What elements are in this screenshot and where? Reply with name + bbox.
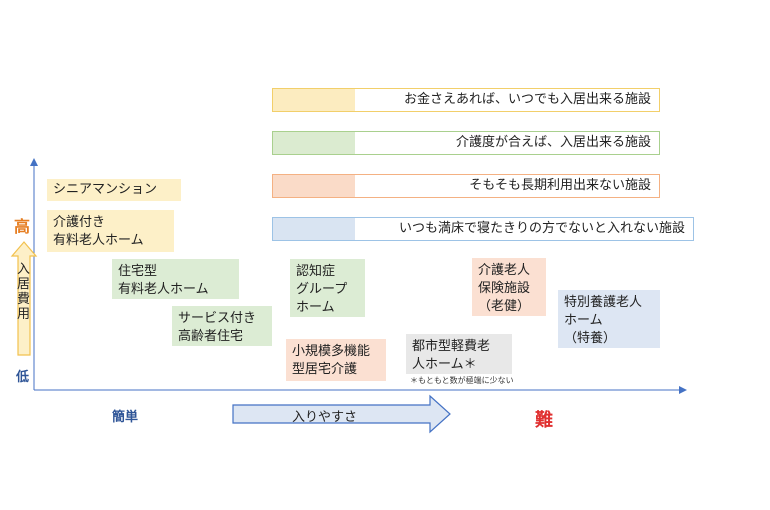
legend-text: 介護度が合えば、入居出来る施設 [455, 135, 651, 150]
facility-toshigata: 都市型軽費老 人ホーム＊ [406, 334, 512, 374]
facility-group-home: 認知症 グループ ホーム [290, 259, 365, 317]
y-low-label: 低 [16, 370, 30, 385]
legend-swatch-orange [273, 175, 355, 197]
x-axis-title: 入りやすさ [292, 410, 358, 425]
ease-arrow-shape [232, 394, 451, 434]
legend-text: そもそも長期利用出来ない施設 [469, 178, 651, 193]
cost-arrow-shape [10, 241, 38, 356]
facility-senior-mansion: シニアマンション [47, 179, 181, 201]
facility-shokibo: 小規模多機能 型居宅介護 [286, 339, 386, 381]
facility-roken: 介護老人 保険施設 （老健） [472, 258, 546, 316]
legend-item-short-term: そもそも長期利用出来ない施設 [272, 174, 660, 198]
facility-toshigata-note: ＊もともと数が極端に少ない [410, 376, 514, 385]
facility-service-jutaku: サービス付き 高齢者住宅 [172, 306, 272, 346]
legend-item-always-full: いつも満床で寝たきりの方でないと入れない施設 [272, 217, 694, 241]
legend-swatch-yellow [273, 89, 355, 111]
legend-text: お金さえあれば、いつでも入居出来る施設 [403, 92, 651, 107]
x-hard-label: 難 [535, 410, 553, 431]
legend-swatch-green [273, 132, 355, 154]
legend-swatch-blue [273, 218, 355, 240]
legend-text: いつも満床で寝たきりの方でないと入れない施設 [398, 221, 685, 236]
y-high-label: 高 [14, 217, 31, 236]
facility-jutaku-yuryo: 住宅型 有料老人ホーム [112, 259, 239, 299]
legend-item-money: お金さえあれば、いつでも入居出来る施設 [272, 88, 660, 112]
facility-tokuyo: 特別養護老人 ホーム （特養） [558, 290, 660, 348]
facility-kaigo-yuryo: 介護付き 有料老人ホーム [47, 210, 174, 252]
y-axis-title: 入居費用 [17, 262, 31, 322]
legend-item-care-level: 介護度が合えば、入居出来る施設 [272, 131, 660, 155]
x-easy-label: 簡単 [112, 410, 139, 425]
